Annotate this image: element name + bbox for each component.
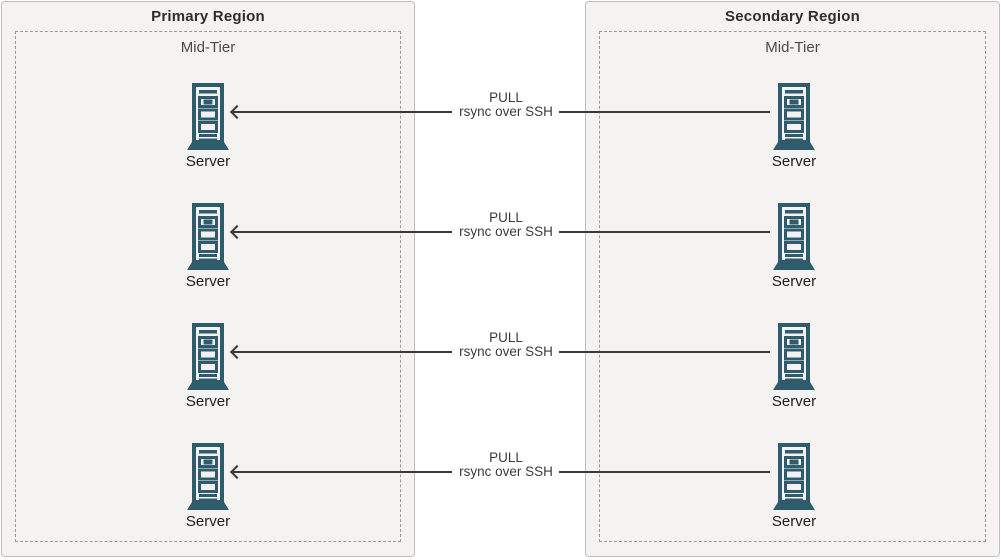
primary-server-node-4: Server [168, 443, 248, 530]
connection-label-line2: rsync over SSH [459, 464, 553, 479]
arrow-line [559, 351, 770, 353]
connection-label-line1: PULL [489, 450, 523, 465]
connection-label: PULL rsync over SSH [459, 331, 553, 359]
primary-mid-tier-label: Mid-Tier [180, 39, 236, 56]
secondary-server-node-4: Server [754, 443, 834, 530]
connection-label: PULL rsync over SSH [459, 91, 553, 119]
primary-server-node-3: Server [168, 323, 248, 410]
server-label: Server [771, 513, 817, 530]
connection-label: PULL rsync over SSH [459, 451, 553, 479]
arrow-line [559, 471, 770, 473]
server-icon [772, 83, 816, 151]
primary-region-box: Primary Region Mid-Tier Server Server Se… [1, 1, 415, 557]
arrow-line [233, 351, 452, 353]
connection-label-line2: rsync over SSH [459, 224, 553, 239]
secondary-mid-tier-box: Mid-Tier Server Server Server Server [599, 31, 986, 542]
connection-label-line1: PULL [489, 330, 523, 345]
secondary-region-box: Secondary Region Mid-Tier Server Server … [585, 1, 1000, 557]
primary-server-node-2: Server [168, 203, 248, 290]
connection-label: PULL rsync over SSH [459, 211, 553, 239]
server-icon [772, 443, 816, 511]
connection-label-line1: PULL [489, 210, 523, 225]
server-label: Server [771, 273, 817, 290]
server-label: Server [771, 393, 817, 410]
primary-region-title: Primary Region [151, 8, 265, 25]
server-label: Server [185, 393, 231, 410]
primary-server-node-1: Server [168, 83, 248, 170]
server-icon [772, 203, 816, 271]
secondary-server-node-2: Server [754, 203, 834, 290]
connection-label-line2: rsync over SSH [459, 104, 553, 119]
server-icon [186, 443, 230, 511]
server-label: Server [185, 513, 231, 530]
server-label: Server [185, 273, 231, 290]
connection-label-line2: rsync over SSH [459, 344, 553, 359]
arrow-line [559, 111, 770, 113]
secondary-mid-tier-label: Mid-Tier [765, 39, 820, 56]
secondary-server-node-1: Server [754, 83, 834, 170]
arrow-line [233, 231, 452, 233]
server-icon [186, 323, 230, 391]
server-label: Server [771, 153, 817, 170]
secondary-region-title: Secondary Region [725, 8, 860, 25]
server-icon [186, 83, 230, 151]
arrow-line [559, 231, 770, 233]
secondary-server-node-3: Server [754, 323, 834, 410]
server-icon [186, 203, 230, 271]
arrow-line [233, 111, 452, 113]
server-icon [772, 323, 816, 391]
server-label: Server [185, 153, 231, 170]
primary-mid-tier-box: Mid-Tier Server Server Server Server [15, 31, 401, 542]
arrow-line [233, 471, 452, 473]
connection-label-line1: PULL [489, 90, 523, 105]
